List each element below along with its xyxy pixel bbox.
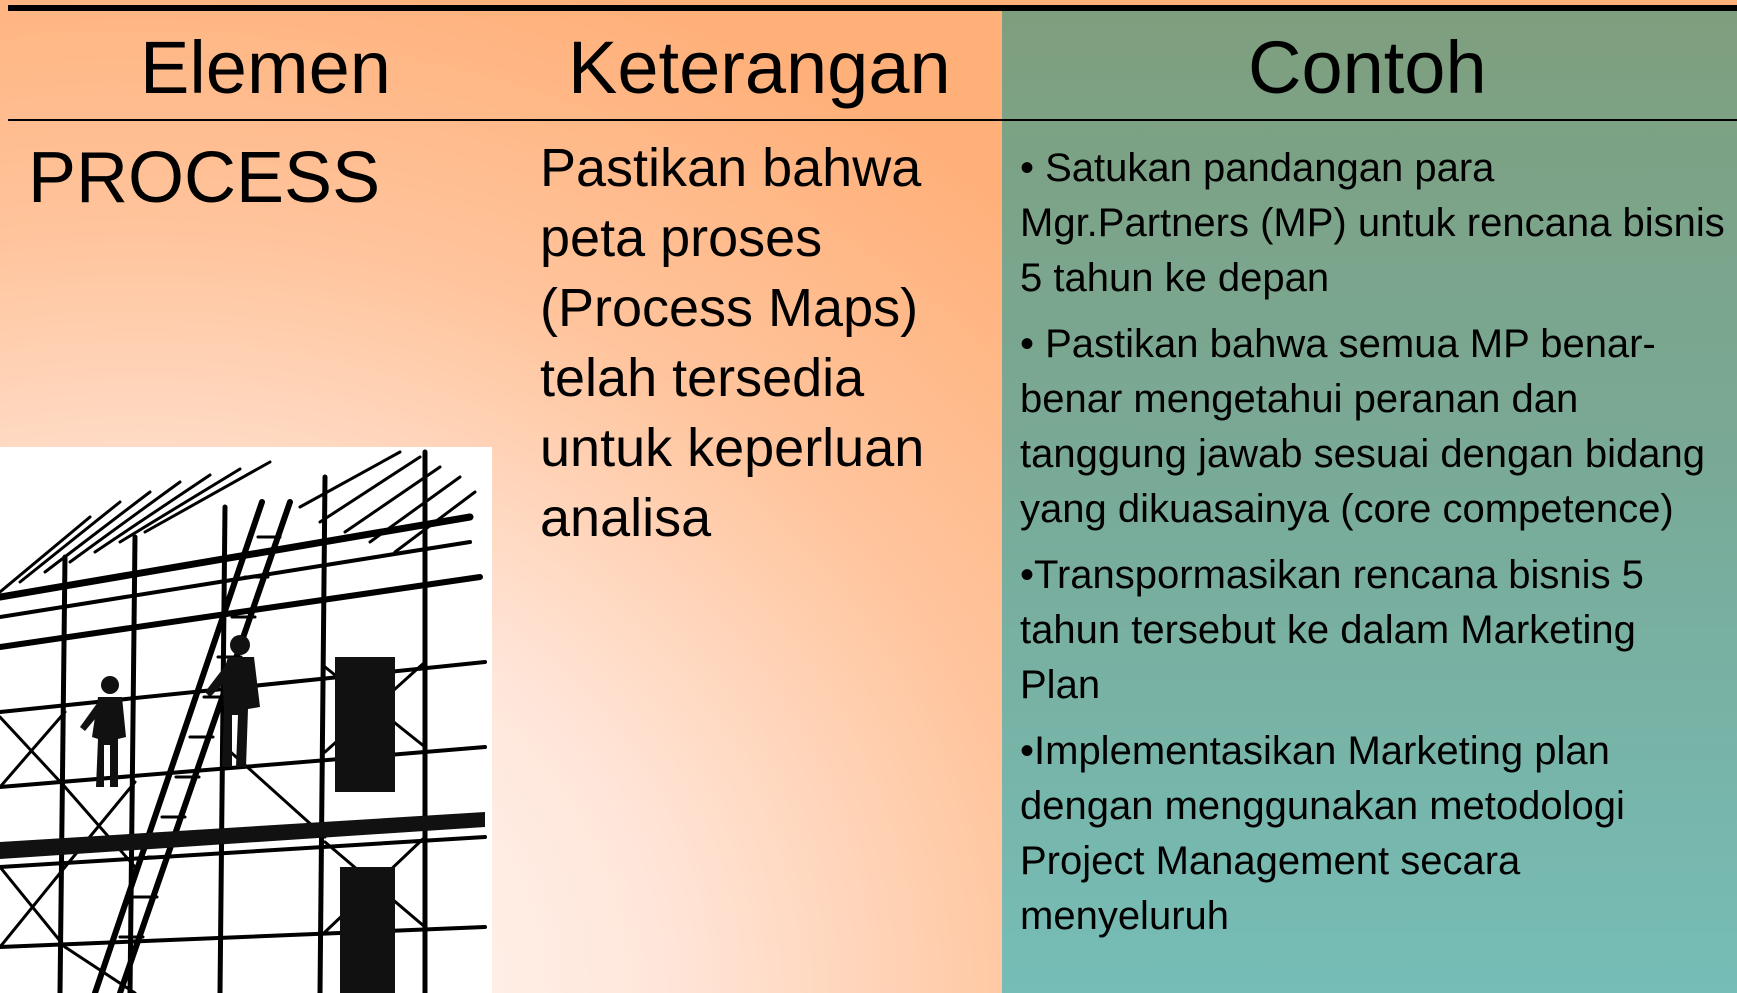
top-rule [8, 5, 1737, 11]
scaffolding-icon [0, 449, 487, 993]
contoh-item: •Transpormasikan rencana bisnis 5 tahun … [1020, 553, 1644, 707]
keterangan-text: Pastikan bahwa peta proses (Process Maps… [540, 138, 925, 548]
header-keterangan: Keterangan [568, 26, 951, 109]
scaffolding-workers-illustration [0, 447, 492, 993]
element-name: PROCESS [28, 138, 381, 218]
header-elemen: Elemen [140, 26, 391, 109]
contoh-item: • Satukan pandangan para Mgr.Partners (M… [1020, 146, 1725, 300]
contoh-item: • Pastikan bahwa semua MP benar-benar me… [1020, 322, 1706, 531]
header-contoh: Contoh [1248, 26, 1487, 109]
header-rule [8, 119, 1737, 121]
contoh-item: •Implementasikan Marketing plan dengan m… [1020, 729, 1625, 938]
contoh-list: • Satukan pandangan para Mgr.Partners (M… [1020, 141, 1725, 955]
contoh-column-panel [1002, 11, 1737, 993]
